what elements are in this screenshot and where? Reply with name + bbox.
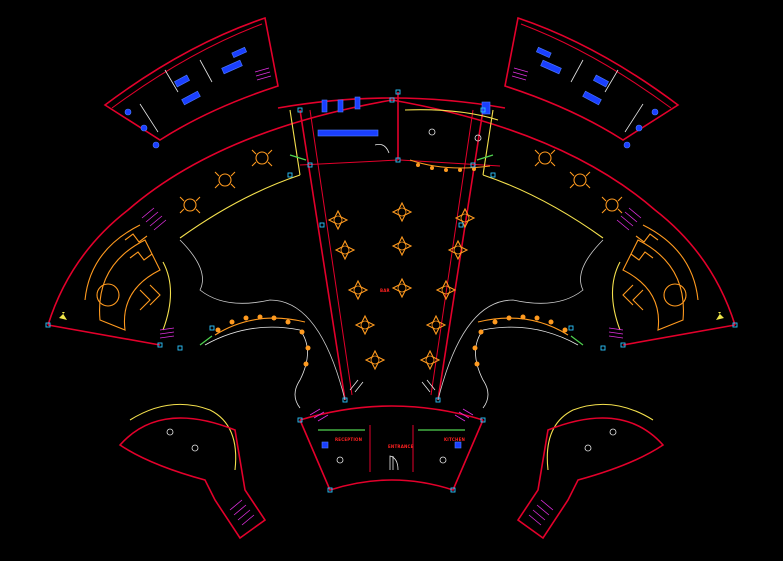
column-marker xyxy=(297,417,303,423)
dining-table xyxy=(425,314,447,336)
dining-table xyxy=(454,207,476,229)
column-marker xyxy=(620,342,626,348)
right-lounge xyxy=(608,207,724,339)
label-entrance: ENTRANCE xyxy=(388,444,414,449)
label-left-room: RECEPTION xyxy=(335,437,362,442)
column-marker xyxy=(319,222,325,228)
dining-table xyxy=(435,279,457,301)
column-marker xyxy=(450,487,456,493)
column-marker xyxy=(395,157,401,163)
dining-table xyxy=(327,209,349,231)
right-bar xyxy=(472,314,584,409)
column-marker xyxy=(297,107,303,113)
column-marker xyxy=(395,89,401,95)
structural-columns xyxy=(45,89,738,493)
dining-table xyxy=(419,349,441,371)
column-marker xyxy=(480,417,486,423)
restroom-wing-left xyxy=(103,16,279,149)
column-marker xyxy=(45,322,51,328)
circulation-curves xyxy=(179,239,604,401)
dining-table xyxy=(391,201,413,223)
glazing-lines xyxy=(129,109,654,471)
left-bar xyxy=(199,314,311,409)
dining-table xyxy=(364,349,386,371)
upper-right-dining xyxy=(534,149,623,214)
main-fan-shell xyxy=(47,92,736,421)
column-marker xyxy=(177,345,183,351)
restroom-wing-right xyxy=(504,16,680,149)
column-marker xyxy=(458,222,464,228)
column-marker xyxy=(490,172,496,178)
column-marker xyxy=(307,162,313,168)
column-marker xyxy=(342,397,348,403)
bottom-left-annex xyxy=(118,417,267,540)
column-marker xyxy=(568,325,574,331)
label-right-room: KITCHEN xyxy=(444,437,465,442)
column-marker xyxy=(470,162,476,168)
dining-table xyxy=(447,239,469,261)
column-marker xyxy=(157,342,163,348)
upper-left-dining xyxy=(179,149,273,214)
dining-table xyxy=(334,239,356,261)
column-marker xyxy=(389,97,395,103)
column-marker xyxy=(732,322,738,328)
column-marker xyxy=(600,345,606,351)
entrance-foyer xyxy=(299,379,484,491)
central-dining-grid xyxy=(327,201,476,371)
column-marker xyxy=(327,487,333,493)
column-marker xyxy=(435,397,441,403)
left-lounge xyxy=(59,207,175,339)
dining-table xyxy=(347,279,369,301)
column-marker xyxy=(287,172,293,178)
column-marker xyxy=(480,107,486,113)
dining-table xyxy=(354,314,376,336)
label-center-hall: BAR xyxy=(380,288,390,293)
column-marker xyxy=(209,325,215,331)
dining-table xyxy=(391,277,413,299)
dining-table xyxy=(391,235,413,257)
bottom-right-annex xyxy=(516,417,665,540)
top-service-area xyxy=(289,96,494,172)
